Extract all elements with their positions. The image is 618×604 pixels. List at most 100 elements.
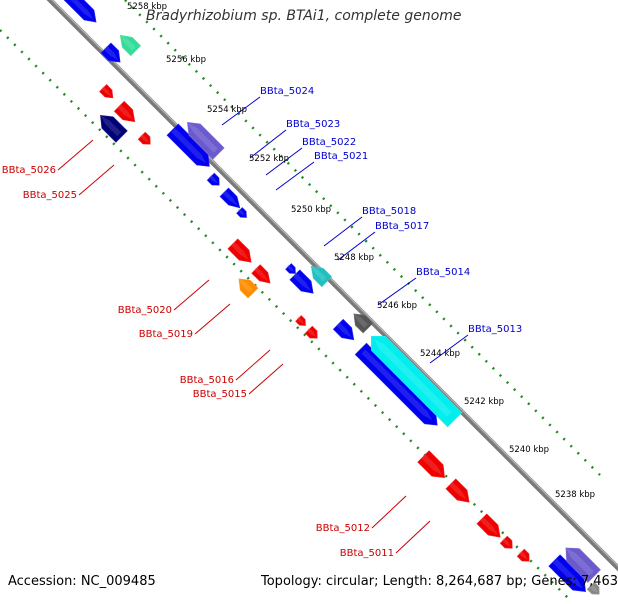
gene-arrow-highlight [254,267,269,282]
kbp-tick-label: 5250 kbp [291,205,331,215]
reverse-gene-label: BBta_5026 [2,165,56,176]
reverse-gene-label: BBta_5012 [316,523,370,534]
gene-arrow-highlight [518,550,528,560]
reverse-gene-leader [395,520,431,554]
gene-arrow [295,315,306,326]
forward-gene-leader [429,334,469,364]
gene-arrow-highlight [238,278,253,293]
forward-gene-label: BBta_5022 [302,137,356,148]
label-leaders [57,96,469,554]
gene-arrow [516,548,530,562]
gene-arrow-highlight [187,122,218,153]
reverse-gene-label: BBta_5025 [23,190,77,201]
topology-text: Topology: circular; Length: 8,264,687 bp… [261,574,618,589]
gene-arrow-highlight [171,128,207,164]
gene-arrow-highlight [374,339,452,417]
forward-gene-label: BBta_5024 [260,86,314,97]
gene-arrow [99,84,114,99]
gene-features [63,0,601,595]
gene-arrow-highlight [310,265,327,282]
kbp-tick-label: 5248 kbp [334,253,374,263]
kbp-tick-label: 5258 kbp [127,2,167,12]
kbp-tick-label: 5246 kbp [377,301,417,311]
kbp-tick-label: 5254 kbp [207,105,247,115]
kbp-tick-label: 5256 kbp [166,55,206,65]
reverse-gene-leader [173,279,210,311]
reverse-gene-label: BBta_5015 [193,389,247,400]
backbone-line [46,0,618,572]
gene-arrow-highlight [296,316,304,324]
gene-arrow-highlight [353,313,368,328]
gene-arrow-highlight [103,45,119,61]
gene-arrow-highlight [101,86,112,97]
gene-arrow-highlight [479,516,499,536]
reverse-gene-leader [78,164,115,196]
reverse-gene-leader [57,139,94,171]
reverse-gene-label: BBta_5020 [118,305,172,316]
gene-arrow [206,172,220,186]
forward-gene-label: BBta_5017 [375,221,429,232]
inner-tick-line [0,29,571,601]
forward-gene-leader [323,216,363,247]
forward-gene-leader [275,161,315,191]
gene-arrow [236,207,247,218]
gene-arrow-highlight [119,34,136,51]
gene-arrow-highlight [306,327,316,337]
gene-arrow-highlight [566,548,594,576]
forward-gene-leader [377,277,417,306]
forward-gene-label: BBta_5018 [362,206,416,217]
reverse-gene-leader [235,349,271,381]
gene-arrow-highlight [70,0,94,20]
reverse-gene-leader [248,363,284,395]
gene-arrow [187,122,225,160]
forward-gene-leader [265,147,303,176]
gene-arrow [417,450,445,478]
gene-arrow [63,0,97,23]
forward-gene-label: BBta_5021 [314,151,368,162]
reverse-gene-label: BBta_5016 [180,375,234,386]
gene-arrow [100,115,128,143]
gene-arrow [310,265,333,288]
gene-arrow [353,313,374,334]
forward-gene-label: BBta_5013 [468,324,522,335]
gene-arrow-highlight [421,454,443,476]
forward-gene-leader [221,96,261,126]
kbp-tick-label: 5252 kbp [249,154,289,164]
gene-arrow [476,513,501,538]
gene-arrow [565,547,601,583]
reverse-gene-leader [371,495,407,529]
forward-gene-label: BBta_5023 [286,119,340,130]
forward-gene-leader [249,129,287,159]
gene-arrow-highlight [222,190,238,206]
gene-arrow [238,278,259,299]
gene-labels: BBta_5024BBta_5023BBta_5022BBta_5021BBta… [2,86,522,559]
gene-arrow-highlight [336,322,352,338]
gene-arrow-highlight [100,115,122,137]
gene-arrow-highlight [292,272,312,292]
reverse-gene-label: BBta_5011 [340,548,394,559]
kbp-tick-label: 5238 kbp [555,490,595,500]
gene-arrow-highlight [361,349,433,421]
reverse-gene-leader [194,303,231,335]
gene-arrow [499,535,513,549]
forward-gene-leader [337,231,376,261]
gene-arrow [285,263,296,274]
gene-arrow-highlight [448,481,468,501]
gene-arrow-highlight [237,208,245,216]
gene-arrow [332,318,355,341]
kbp-tick-label: 5244 kbp [420,349,460,359]
kbp-tick-labels: 5258 kbp 5256 kbp 5254 kbp 5252 kbp 5250 kbp… [127,2,595,500]
gene-arrow [445,478,470,503]
gene-arrow-highlight [139,133,149,143]
gene-arrow [251,264,271,284]
reverse-gene-label: BBta_5019 [139,329,193,340]
kbp-tick-label: 5240 kbp [509,445,549,455]
genome-title: Bradyrhizobium sp. BTAi1, complete genom… [146,8,462,24]
gene-arrow [304,325,318,339]
gene-arrow [113,100,136,123]
gene-arrow [137,131,151,145]
gene-arrow [289,269,314,294]
kbp-tick-label: 5242 kbp [464,397,504,407]
